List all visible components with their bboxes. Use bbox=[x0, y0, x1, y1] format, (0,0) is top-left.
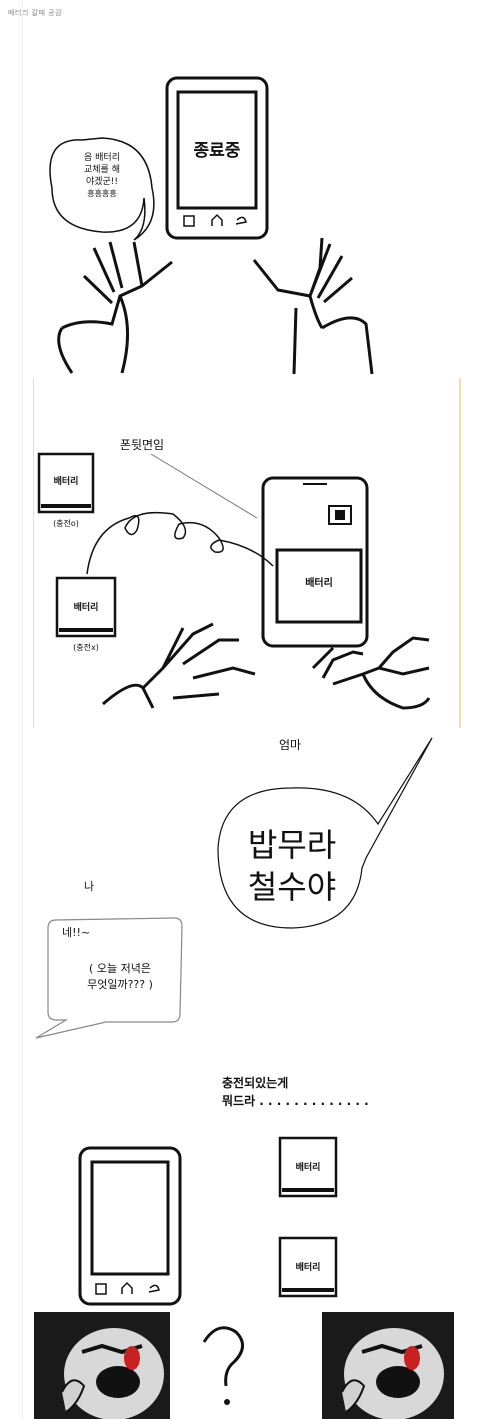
panel-3-drawing bbox=[35, 737, 433, 1039]
home-icon bbox=[211, 213, 223, 226]
panel-2-left-hand bbox=[102, 622, 256, 709]
panel-4-home-icon bbox=[121, 1281, 133, 1294]
me-speech-line-3: 무엇일까??? ) bbox=[87, 978, 153, 991]
phone-back-annotation: 폰뒷면임 bbox=[119, 438, 165, 452]
question-mark-curve bbox=[202, 1326, 244, 1387]
panel-4-battery-bottom bbox=[278, 1236, 338, 1298]
panel-1-drawing bbox=[49, 76, 374, 374]
panel-4-phone-body bbox=[78, 1146, 182, 1306]
panel-4-caption-line-1: 충전되있는게 bbox=[222, 1076, 289, 1090]
swap-scribble bbox=[86, 511, 274, 575]
panel-4-caption-line-2: 뭐드라 . . . . . . . . . . . . . bbox=[222, 1094, 369, 1108]
right-rage-fist bbox=[341, 1379, 366, 1413]
spare-battery-charged-label: 배터리 bbox=[53, 477, 79, 487]
panel-3-dinner-call: 엄마 밥무라 철수야 나 네!!~ ( 오늘 저녁은 무엇일까??? ) bbox=[22, 728, 454, 1048]
thought-text-3: 야겠군!! bbox=[85, 177, 119, 187]
page-guide-line bbox=[22, 0, 23, 1419]
mom-speech-line-1: 밥무라 bbox=[247, 826, 337, 864]
camera-lens bbox=[335, 510, 345, 520]
panel-4-back-icon bbox=[148, 1284, 160, 1293]
panel-4-menu-icon bbox=[95, 1283, 107, 1295]
right-rage-red bbox=[404, 1346, 420, 1370]
battery-charged-note: (충전o) bbox=[53, 519, 79, 528]
phone-screen bbox=[176, 90, 258, 210]
panel-4-battery-top-label: 배터리 bbox=[295, 1163, 321, 1173]
mom-speech-line-2: 철수야 bbox=[247, 868, 337, 906]
panel-4-which-charged: 충전되있는게 뭐드라 . . . . . . . . . . . . . 배터리… bbox=[22, 1048, 454, 1308]
thought-text-4: 흥흥흥흥 bbox=[87, 189, 117, 198]
panel-1-shutting-down: 종료중 음 배터리 교체를 해 야겠군!! 흥흥흥흥 bbox=[22, 28, 454, 374]
panel-2-phone-back: 폰뒷면임 배터리 배터리 (충전o) 배터리 (충전x) bbox=[33, 378, 461, 728]
me-speech-line-1: 네!!~ bbox=[62, 926, 91, 939]
panel-2-drawing bbox=[33, 378, 461, 728]
header-caption: 배터리 갈때 공감 bbox=[8, 9, 63, 17]
phone-back-body bbox=[261, 476, 369, 648]
panel-4-drawing bbox=[78, 1136, 338, 1306]
back-icon bbox=[235, 216, 247, 225]
question-mark-dot bbox=[224, 1399, 230, 1405]
annotation-pointer bbox=[150, 453, 258, 519]
panel-2-right-hand bbox=[311, 636, 431, 710]
spare-battery-uncharged-label: 배터리 bbox=[73, 603, 99, 613]
right-hand bbox=[252, 237, 374, 374]
spare-battery-charged bbox=[37, 452, 95, 514]
installed-battery bbox=[275, 548, 363, 624]
left-rage-red bbox=[124, 1346, 140, 1370]
panel-4-battery-bottom-label: 배터리 bbox=[295, 1263, 321, 1273]
panel-5-drawing bbox=[34, 1312, 454, 1419]
left-hand bbox=[57, 241, 173, 374]
mom-label: 엄마 bbox=[278, 738, 302, 752]
thought-text-2: 교체를 해 bbox=[84, 165, 120, 175]
panel-4-battery-top bbox=[278, 1136, 338, 1198]
menu-icon bbox=[183, 215, 195, 227]
me-speech-bubble bbox=[35, 917, 183, 1039]
mom-speech-bubble bbox=[217, 737, 433, 929]
right-rage-mouth bbox=[376, 1366, 420, 1398]
panel-5-rage-confusion bbox=[22, 1312, 454, 1419]
phone-body bbox=[165, 76, 269, 240]
thought-text-1: 음 배터리 bbox=[84, 153, 120, 163]
me-speech-line-2: ( 오늘 저녁은 bbox=[89, 962, 151, 975]
phone-screen-text: 종료중 bbox=[193, 141, 241, 161]
camera-box bbox=[328, 505, 352, 525]
battery-uncharged-note: (충전x) bbox=[73, 643, 99, 652]
installed-battery-label: 배터리 bbox=[305, 578, 333, 589]
left-rage-fist bbox=[61, 1379, 86, 1413]
thought-bubble-outline bbox=[49, 137, 155, 241]
spare-battery-uncharged bbox=[55, 576, 117, 638]
panel-4-phone-screen bbox=[90, 1160, 170, 1276]
me-label: 나 bbox=[83, 880, 95, 893]
left-rage-mouth bbox=[96, 1366, 140, 1398]
